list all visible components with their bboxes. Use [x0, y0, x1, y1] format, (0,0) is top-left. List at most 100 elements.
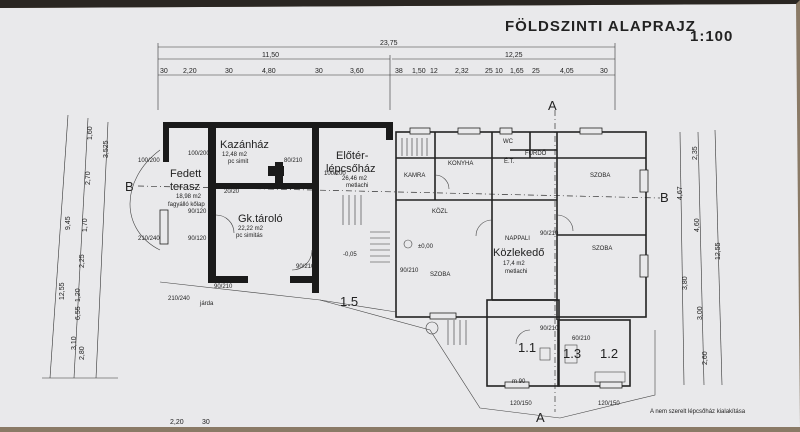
left-dim-6: 9,45 — [65, 216, 72, 230]
bottom-dim-2: 30 — [202, 419, 210, 426]
top-dim-9: 2,32 — [455, 68, 469, 75]
section-b-right: B — [660, 190, 669, 205]
footer-note: A nem szerelt lépcsőház kialakítása — [650, 409, 746, 415]
door-marks: 100/200 100/200 80/210 20/20 90/120 90/120 100… — [138, 151, 620, 407]
door-mark-16: 120/150 — [598, 401, 620, 407]
right-dim-2: 4,60 — [694, 218, 701, 232]
door-mark-3: 20/20 — [224, 189, 240, 195]
top-dim-14: 4,05 — [560, 68, 574, 75]
room-kazanhaz-floor: pc simit — [228, 159, 249, 165]
left-dim-1: 2,70 — [85, 171, 92, 185]
room-furdo: FÜRDŐ — [525, 150, 547, 157]
fixtures — [403, 239, 626, 383]
level-mark-1: ±0,00 — [418, 244, 434, 250]
room-eloter-area: 26,46 m2 — [342, 176, 368, 182]
door-mark-0: 100/200 — [138, 158, 160, 164]
bottom-dim-1: 2,20 — [170, 419, 184, 426]
plan-title: FÖLDSZINTI ALAPRAJZ — [505, 18, 696, 35]
room-kozl: KÖZL — [432, 208, 448, 215]
left-dim-5: 3,10 — [71, 336, 78, 350]
terrace-outline — [129, 149, 656, 419]
room-szoba-e: SZOBA — [592, 246, 612, 252]
left-dim-3: 2,25 — [79, 254, 86, 268]
door-swings — [215, 174, 574, 345]
door-mark-14: 60/210 — [572, 336, 591, 342]
room-garazs-floor: pc simitás — [236, 233, 263, 239]
left-dim-0: 1,60 — [87, 126, 94, 140]
right-dims: 2,35 4,67 4,60 3,80 3,00 12,55 2,60 — [677, 146, 722, 365]
top-dim-12: 1,65 — [510, 68, 524, 75]
top-dim-1: 2,20 — [183, 68, 197, 75]
room-konyha: KONYHA — [448, 161, 473, 167]
door-mark-11: 210/240 — [168, 296, 190, 302]
top-dim-15: 30 — [600, 68, 608, 75]
left-dim-10: 3,525 — [103, 140, 110, 158]
room-nappali: NAPPALI — [505, 236, 530, 242]
door-mark-8: 90/210 — [400, 268, 419, 274]
level-mark-2: -0,05 — [343, 252, 357, 258]
left-dim-4: 1,20 — [75, 288, 82, 302]
door-mark-6: 100/200 — [324, 171, 346, 177]
room-number-3: 1.3 — [563, 346, 581, 361]
door-mark-13: 90/210 — [540, 231, 559, 237]
room-kozlekedo-name: Közlekedő — [493, 247, 544, 259]
right-dim-0: 2,35 — [692, 146, 699, 160]
room-eloter-name1: Előtér- — [336, 150, 369, 162]
top-dim-3: 4,80 — [262, 68, 276, 75]
door-mark-5: 90/120 — [188, 236, 207, 242]
stairs — [342, 138, 467, 345]
room-number-1: 1.5 — [340, 294, 358, 309]
left-dim-8: 2,80 — [79, 346, 86, 360]
dim-right-block: 12,25 — [505, 52, 523, 59]
top-dim-2: 30 — [225, 68, 233, 75]
left-dimension-lines — [42, 114, 118, 379]
room-kazanhaz-name: Kazánház — [220, 139, 269, 151]
room-eloter-floor: metlachi — [346, 183, 368, 189]
top-dim-7: 1,50 — [412, 68, 426, 75]
top-dim-4: 30 — [315, 68, 323, 75]
door-mark-15: 120/150 — [510, 401, 532, 407]
top-dimension-lines — [157, 43, 616, 110]
left-dim-7: 6,55 — [75, 306, 82, 320]
table-edge — [0, 0, 800, 8]
top-dim-13: 25 — [532, 68, 540, 75]
left-dim-9: 12,55 — [59, 282, 66, 300]
right-dim-6: 2,60 — [702, 351, 709, 365]
section-a-top: A — [548, 98, 557, 113]
top-dim-11: 10 — [495, 68, 503, 75]
section-b-left: B — [125, 179, 134, 194]
room-fedett-name2: terasz — [170, 181, 200, 193]
room-garazs-area: 22,22 m2 — [238, 226, 264, 232]
right-dim-4: 3,00 — [697, 306, 704, 320]
room-fedett-floor: fagyálló kőlap — [168, 202, 205, 208]
right-dim-1: 4,67 — [677, 186, 684, 200]
door-mark-12: 90/210 — [214, 284, 233, 290]
room-fedett-area: 18,98 m2 — [176, 194, 202, 200]
top-dim-8: 12 — [430, 68, 438, 75]
door-mark-1: 100/200 — [188, 151, 210, 157]
room-wc: WC — [503, 139, 514, 145]
dim-left-block: 11,50 — [262, 52, 279, 59]
door-mark-4: 90/120 — [188, 209, 207, 215]
door-mark-9: 90/210 — [540, 326, 559, 332]
existing-walls — [395, 131, 647, 387]
dim-total: 23,75 — [380, 40, 398, 47]
top-dim-0: 30 — [160, 68, 168, 75]
room-eloter-name2: lépcsőház — [326, 163, 376, 175]
room-et: É.T. — [504, 158, 515, 165]
door-mark-2: 80/210 — [284, 158, 303, 164]
right-dim-5: 12,55 — [715, 242, 722, 260]
paper — [0, 4, 800, 427]
left-dim-2: 1,70 — [82, 218, 89, 232]
room-kazanhaz-area: 12,48 m2 — [222, 152, 248, 158]
room-fedett-name1: Fedett — [170, 168, 201, 180]
top-dim-5: 3,60 — [350, 68, 364, 75]
room-kozlekedo-floor: metlachi — [505, 269, 527, 275]
door-mark-7: 90/210 — [296, 264, 315, 270]
door-mark-10: 210/240 — [138, 236, 160, 242]
right-dim-3: 3,80 — [682, 276, 689, 290]
room-kozlekedo-area: 17,4 m2 — [503, 261, 525, 267]
